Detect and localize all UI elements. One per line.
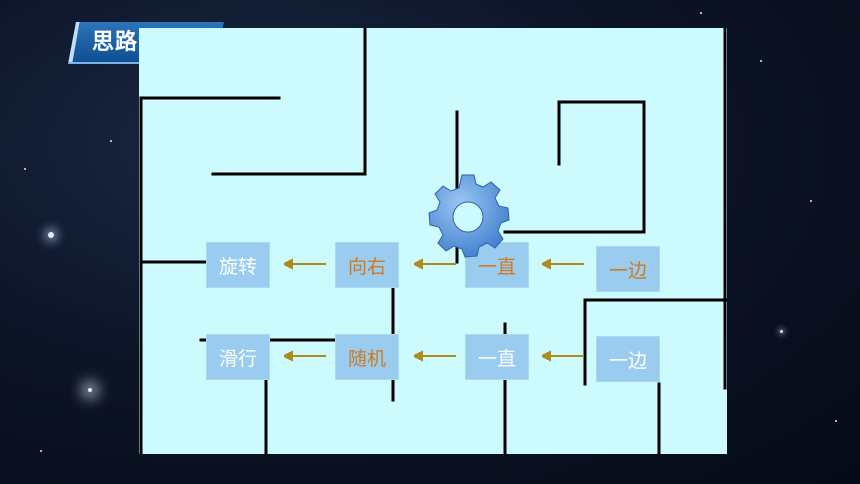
arrow-left-icon [414, 258, 456, 270]
flow-box-random: 随机 [335, 334, 399, 380]
flow-box-straight-2: 一直 [465, 334, 529, 380]
arrow-left-icon [284, 258, 326, 270]
flow-box-side: 一边 [596, 246, 660, 292]
flow-box-side-2: 一边 [596, 336, 660, 382]
star [110, 140, 112, 142]
flow-box-rotate: 旋转 [206, 242, 270, 288]
flow-box-slide: 滑行 [206, 334, 270, 380]
gear-icon [428, 174, 510, 258]
star [24, 168, 26, 170]
arrow-left-icon [284, 350, 326, 362]
star [48, 232, 54, 238]
star [40, 450, 42, 452]
arrow-left-icon [414, 350, 456, 362]
star [760, 60, 762, 62]
star [780, 330, 783, 333]
star [835, 420, 837, 422]
star [700, 12, 702, 14]
arrow-left-icon [542, 350, 584, 362]
arrow-left-icon [542, 258, 584, 270]
flow-box-right: 向右 [335, 242, 399, 288]
star [810, 200, 812, 202]
star [88, 388, 92, 392]
